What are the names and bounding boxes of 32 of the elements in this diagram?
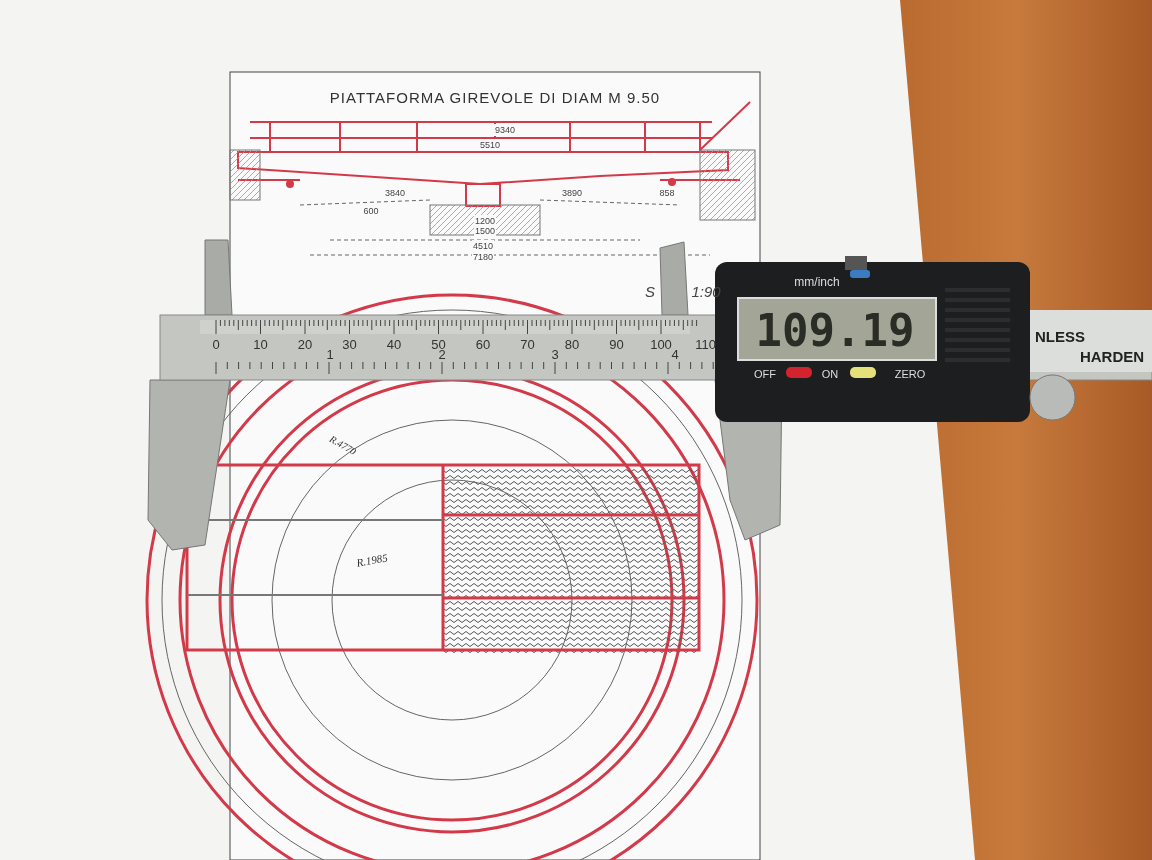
scale-number: 1 [326, 346, 334, 362]
dimension-label: 858 [658, 187, 676, 199]
button-label: ON [821, 368, 839, 380]
dimension-label: 3890 [561, 187, 583, 199]
dimension-label: 3840 [384, 187, 406, 199]
scale-number: 0 [212, 336, 220, 352]
unit-toggle-label: mm/inch [794, 275, 840, 289]
radius-label: R.1985 [355, 551, 389, 569]
scale-number: 70 [520, 336, 535, 352]
dimension-label: 4510 [472, 240, 494, 252]
dimension-label: 5510 [479, 139, 501, 151]
scale-number: 80 [564, 336, 580, 352]
drawing-title: PIATTAFORMA GIREVOLE DI DIAM M 9.50 [329, 88, 661, 106]
dimension-label: 9340 [494, 124, 516, 136]
display-reading: 109.19 [755, 304, 915, 356]
scale-number: 20 [297, 336, 313, 352]
scale-number: 3 [551, 346, 559, 362]
scale-number: 10 [253, 336, 268, 352]
button-label: ZERO [894, 368, 926, 380]
scale-number: 4 [671, 346, 679, 362]
dimension-label: 600 [362, 205, 380, 217]
button-label: OFF [754, 368, 776, 380]
engraved-text: HARDEN [1079, 347, 1145, 365]
scale-number: 40 [386, 336, 402, 352]
scale-number: 60 [475, 336, 491, 352]
scale-number: 90 [609, 336, 624, 352]
scale-note: S [645, 282, 655, 300]
dimension-label: 1500 [474, 225, 496, 237]
scale-number: 30 [342, 336, 357, 352]
scale-number: 100 [650, 336, 672, 352]
engraved-text: NLESS [1035, 327, 1085, 345]
dimension-label: 7180 [472, 251, 494, 263]
